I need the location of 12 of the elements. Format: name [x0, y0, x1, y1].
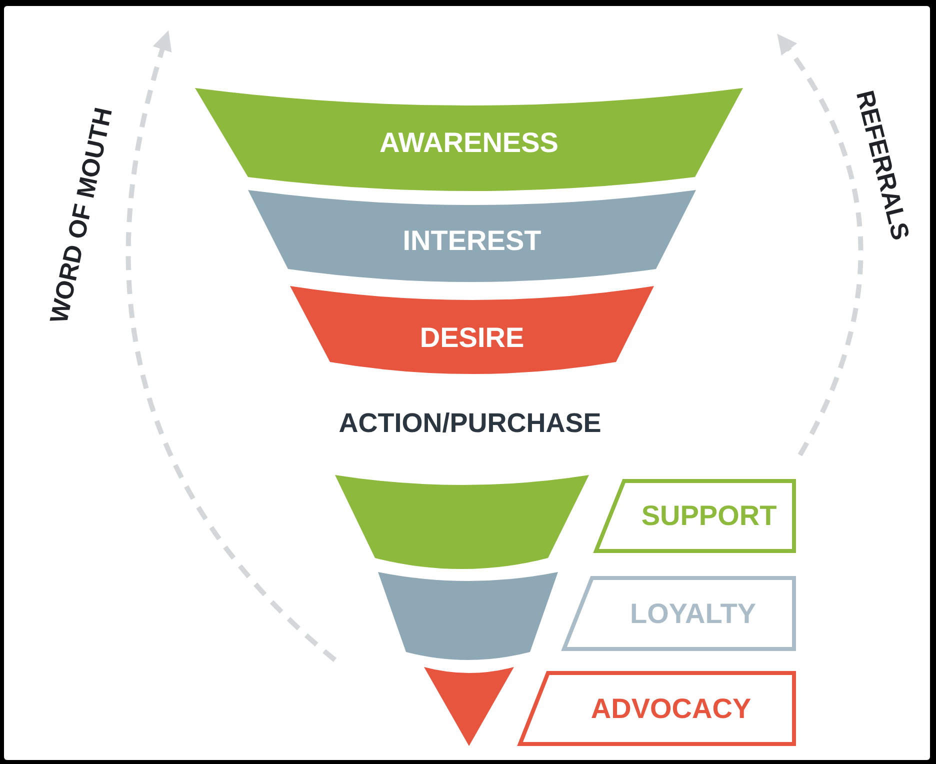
- stage-tag: [562, 576, 796, 651]
- stage-label: DESIRE: [420, 324, 524, 352]
- stage-label: ADVOCACY: [590, 694, 752, 722]
- stage-label: INTEREST: [402, 227, 542, 255]
- stage-tag: [518, 671, 796, 746]
- stage-label: AWARENESS: [380, 129, 558, 157]
- stage-label: SUPPORT: [641, 502, 777, 530]
- stage-label: LOYALTY: [630, 600, 756, 628]
- funnel-segment: [424, 664, 514, 748]
- arrow-label: WORD OF MOUTH: [44, 104, 120, 328]
- stage-label: ACTION/PURCHASE: [338, 410, 602, 437]
- stage-tag: [594, 479, 796, 553]
